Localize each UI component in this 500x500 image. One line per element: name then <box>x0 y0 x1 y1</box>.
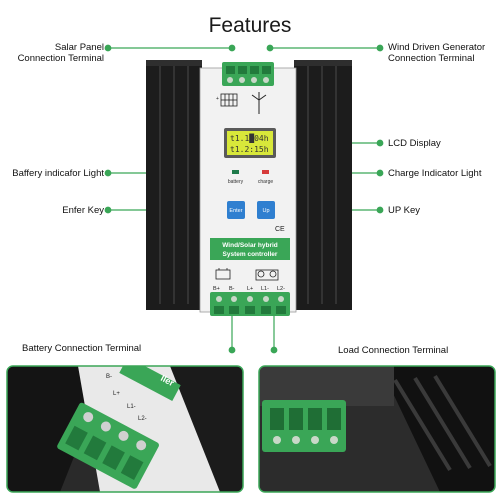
lcd-display: t1.1█04h t1.2:15h <box>224 128 276 158</box>
ce-mark: CE <box>275 226 285 233</box>
closeup-terminal-block <box>57 402 159 489</box>
brand-line-1: Wind/Solar hybrid <box>222 242 278 249</box>
closeup-left: ller B- L+ L1- L2- <box>6 365 244 493</box>
closeup-right-terminal-block <box>262 400 346 452</box>
up-button-label: Up <box>262 208 269 214</box>
term-label-b-minus: B- <box>229 286 235 292</box>
charge-light-label: Charge Indicator Light <box>388 168 482 179</box>
term-label-l-plus: L+ <box>247 286 253 292</box>
solar-panel-icon <box>220 93 238 107</box>
battery-led <box>232 170 239 174</box>
battery-led-label: battery <box>228 179 244 185</box>
wind-turbine-icon <box>251 92 267 114</box>
load-bulb-icon <box>255 269 279 281</box>
load-terminal-label: Load Connection Terminal <box>338 345 449 356</box>
enter-key-label: Enfer Key <box>62 205 104 216</box>
left-heatsink <box>146 60 202 310</box>
brand-line-2: System controller <box>223 251 278 258</box>
closeup-term-l2: L2- <box>138 416 147 422</box>
up-key-label: UP Key <box>388 205 421 216</box>
wind-terminal-label: Wind Driven Generator Connection Termina… <box>388 42 485 64</box>
term-label-b-plus: B+ <box>213 286 220 292</box>
enter-button-label: Enter <box>229 208 242 214</box>
term-label-l1: L1- <box>261 286 269 292</box>
charge-led <box>262 170 269 174</box>
right-heatsink <box>294 60 352 310</box>
front-panel <box>199 67 297 313</box>
up-button[interactable]: Up <box>257 201 275 219</box>
top-terminal-block <box>222 62 274 86</box>
closeup-term-l-plus: L+ <box>113 391 120 397</box>
battery-terminal-label: Battery Connection Terminal <box>22 343 142 354</box>
solar-terminal-label: Salar Panel Connection Terminal <box>18 42 104 64</box>
closeup-term-l1: L1- <box>127 404 136 410</box>
closeup-term-b: B- <box>106 374 112 380</box>
lcd-line-2: t1.2:15h <box>230 145 269 154</box>
solar-terminal-label-line-2: Connection Terminal <box>17 53 104 64</box>
term-label-l2: L2- <box>277 286 285 292</box>
page-title: Features <box>208 14 292 37</box>
bottom-terminal-block <box>210 292 290 316</box>
lcd-label: LCD Display <box>388 138 441 149</box>
closeup-right <box>258 365 496 493</box>
svg-text:+: + <box>216 96 219 102</box>
battery-icon <box>215 268 231 280</box>
wind-terminal-label-line-1: Wind Driven Generator <box>388 42 486 53</box>
lcd-line-1: t1.1█04h <box>230 133 269 143</box>
solar-terminal-label-line-1: Salar Panel <box>54 42 104 53</box>
enter-button[interactable]: Enter <box>227 201 245 219</box>
brand-strip <box>210 238 290 260</box>
charge-led-label: charge <box>258 179 274 185</box>
battery-light-label: Baffery indicafor Light <box>12 168 104 179</box>
wind-terminal-label-line-2: Connection Terminal <box>388 53 475 64</box>
